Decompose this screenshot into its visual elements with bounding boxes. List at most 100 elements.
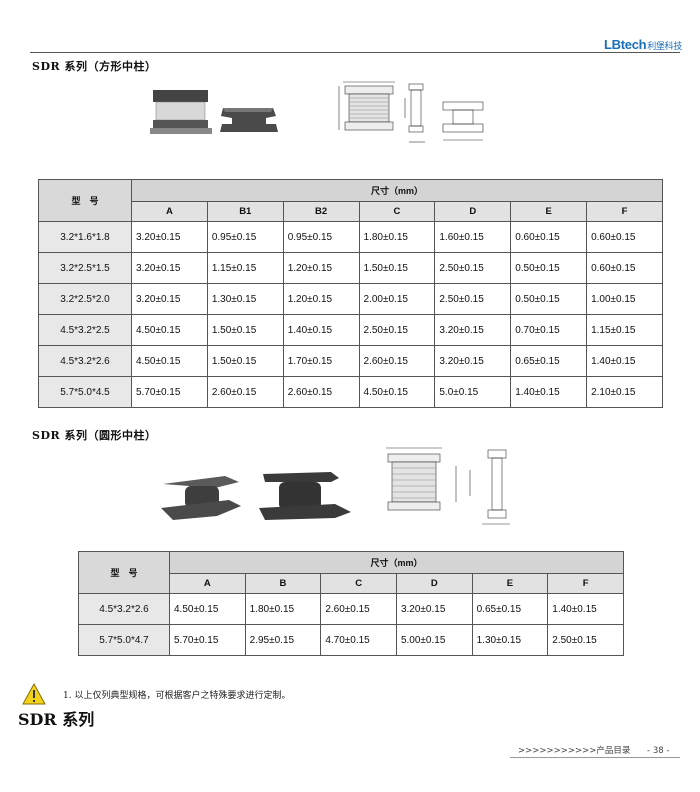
brand-logo: LBtech利堡科技 bbox=[604, 37, 682, 52]
dimension-cell: 0.60±0.15 bbox=[510, 221, 588, 253]
dimension-cell: 3.20±0.15 bbox=[434, 314, 512, 346]
dimension-cell: 2.50±0.15 bbox=[434, 252, 512, 284]
header-divider bbox=[30, 52, 680, 53]
dimension-cell: 0.50±0.15 bbox=[510, 283, 588, 315]
dimension-cell: 3.20±0.15 bbox=[131, 283, 208, 315]
section2-title: SDR 系列（圆形中柱） bbox=[32, 429, 157, 442]
round-core-drawing bbox=[386, 447, 510, 525]
column-header: B2 bbox=[282, 201, 360, 222]
column-header: F bbox=[586, 201, 663, 222]
catalog-link[interactable]: >>>>>>>>>>>产品目录 bbox=[518, 746, 631, 756]
model-cell: 5.7*5.0*4.7 bbox=[78, 624, 170, 656]
square-core-photo bbox=[150, 90, 278, 134]
dimension-cell: 1.15±0.15 bbox=[206, 252, 284, 284]
model-cell: 4.5*3.2*2.5 bbox=[38, 314, 132, 346]
dimension-cell: 4.50±0.15 bbox=[131, 345, 208, 377]
dimension-cell: 1.30±0.15 bbox=[471, 624, 549, 656]
model-cell: 3.2*1.6*1.8 bbox=[38, 221, 132, 253]
dimension-cell: 1.80±0.15 bbox=[358, 221, 436, 253]
dimension-cell: 0.65±0.15 bbox=[510, 345, 588, 377]
dimension-cell: 1.40±0.15 bbox=[586, 345, 663, 377]
dimension-cell: 2.10±0.15 bbox=[586, 376, 663, 408]
dimension-cell: 0.95±0.15 bbox=[282, 221, 360, 253]
table-row: 5.7*5.0*4.7 5.70±0.15 2.95±0.15 4.70±0.1… bbox=[78, 624, 624, 656]
model-cell: 3.2*2.5*2.0 bbox=[38, 283, 132, 315]
model-cell: 4.5*3.2*2.6 bbox=[38, 345, 132, 377]
dimension-cell: 1.40±0.15 bbox=[547, 593, 624, 625]
round-core2-bottom bbox=[259, 504, 351, 520]
column-header: E bbox=[471, 573, 549, 594]
table-row: 4.5*3.2*2.6 4.50±0.15 1.80±0.15 2.60±0.1… bbox=[78, 593, 624, 625]
column-header: D bbox=[395, 573, 473, 594]
logo-text: LBtech bbox=[604, 37, 647, 52]
core1-base bbox=[150, 128, 212, 134]
core1-center bbox=[155, 101, 206, 121]
dimension-cell: 1.20±0.15 bbox=[282, 283, 360, 315]
dimension-cell: 4.50±0.15 bbox=[358, 376, 436, 408]
core2-top-edge bbox=[223, 108, 273, 112]
dimension-cell: 2.95±0.15 bbox=[244, 624, 322, 656]
dimension-cell: 2.60±0.15 bbox=[282, 376, 360, 408]
dimension-cell: 5.0±0.15 bbox=[434, 376, 512, 408]
round-core-dimension-table: 型 号 尺寸（mm） A B C D E F 4.5*3.2*2.6 4.50±… bbox=[78, 551, 624, 656]
page-number: - 38 - bbox=[647, 746, 670, 756]
table-row: 5.7*5.0*4.5 5.70±0.15 2.60±0.15 2.60±0.1… bbox=[38, 376, 663, 408]
dimension-cell: 1.50±0.15 bbox=[206, 314, 284, 346]
section1-title: SDR 系列（方形中柱） bbox=[32, 60, 157, 73]
table-row: 4.5*3.2*2.5 4.50±0.15 1.50±0.15 1.40±0.1… bbox=[38, 314, 663, 346]
dimension-cell: 2.50±0.15 bbox=[434, 283, 512, 315]
column-header: A bbox=[131, 201, 208, 222]
core2-shape bbox=[220, 108, 278, 132]
dimension-cell: 4.50±0.15 bbox=[169, 593, 246, 625]
dimension-cell: 0.60±0.15 bbox=[586, 221, 663, 253]
table-row: 3.2*2.5*2.0 3.20±0.15 1.30±0.15 1.20±0.1… bbox=[38, 283, 663, 315]
dimension-cell: 2.00±0.15 bbox=[358, 283, 436, 315]
dimension-cell: 0.50±0.15 bbox=[510, 252, 588, 284]
dimension-cell: 3.20±0.15 bbox=[395, 593, 473, 625]
dimension-cell: 4.50±0.15 bbox=[131, 314, 208, 346]
dimension-cell: 2.60±0.15 bbox=[358, 345, 436, 377]
series-title: SDR 系列 bbox=[18, 710, 95, 729]
dimension-cell: 1.60±0.15 bbox=[434, 221, 512, 253]
dimension-cell: 2.50±0.15 bbox=[358, 314, 436, 346]
dimension-header: 尺寸（mm） bbox=[131, 179, 663, 202]
model-cell: 3.2*2.5*1.5 bbox=[38, 252, 132, 284]
dimension-cell: 2.60±0.15 bbox=[320, 593, 397, 625]
model-cell: 4.5*3.2*2.6 bbox=[78, 593, 170, 625]
square-core-dimension-table: 型 号 尺寸（mm） A B1 B2 C D E F 3.2*1.6*1.8 3… bbox=[38, 179, 663, 408]
column-header: D bbox=[434, 201, 512, 222]
dimension-cell: 1.40±0.15 bbox=[282, 314, 360, 346]
round-core1-top bbox=[163, 476, 239, 488]
model-cell: 5.7*5.0*4.5 bbox=[38, 376, 132, 408]
dimension-cell: 3.20±0.15 bbox=[131, 252, 208, 284]
table-row: 3.2*1.6*1.8 3.20±0.15 0.95±0.15 0.95±0.1… bbox=[38, 221, 663, 253]
dimension-cell: 2.50±0.15 bbox=[547, 624, 624, 656]
column-header: B1 bbox=[206, 201, 284, 222]
dimension-cell: 0.65±0.15 bbox=[471, 593, 549, 625]
dimension-cell: 2.60±0.15 bbox=[206, 376, 284, 408]
table-row: 4.5*3.2*2.6 4.50±0.15 1.50±0.15 1.70±0.1… bbox=[38, 345, 663, 377]
dimension-cell: 4.70±0.15 bbox=[320, 624, 397, 656]
dimension-cell: 1.50±0.15 bbox=[206, 345, 284, 377]
core1-top-flange bbox=[153, 90, 208, 102]
round-core-photo bbox=[161, 472, 351, 520]
logo-cn-text: 利堡科技 bbox=[647, 41, 683, 51]
dimension-header: 尺寸（mm） bbox=[169, 551, 624, 574]
round-core2-center bbox=[279, 482, 321, 510]
dimension-cell: 1.00±0.15 bbox=[586, 283, 663, 315]
dimension-cell: 5.00±0.15 bbox=[395, 624, 473, 656]
dimension-cell: 5.70±0.15 bbox=[131, 376, 208, 408]
dimension-cell: 1.80±0.15 bbox=[244, 593, 322, 625]
column-header: B bbox=[244, 573, 322, 594]
column-header: C bbox=[358, 201, 436, 222]
dimension-cell: 1.50±0.15 bbox=[358, 252, 436, 284]
model-header: 型 号 bbox=[38, 179, 132, 222]
dimension-cell: 1.30±0.15 bbox=[206, 283, 284, 315]
model-header: 型 号 bbox=[78, 551, 170, 594]
spec-note: 1. 以上仅列典型规格，可根据客户之特殊要求进行定制。 bbox=[63, 691, 291, 701]
round-core1-bottom bbox=[161, 500, 241, 520]
dimension-cell: 0.60±0.15 bbox=[586, 252, 663, 284]
dimension-cell: 3.20±0.15 bbox=[131, 221, 208, 253]
square-core-drawing bbox=[338, 81, 484, 143]
page-footer: >>>>>>>>>>>产品目录 - 38 - bbox=[518, 744, 669, 756]
